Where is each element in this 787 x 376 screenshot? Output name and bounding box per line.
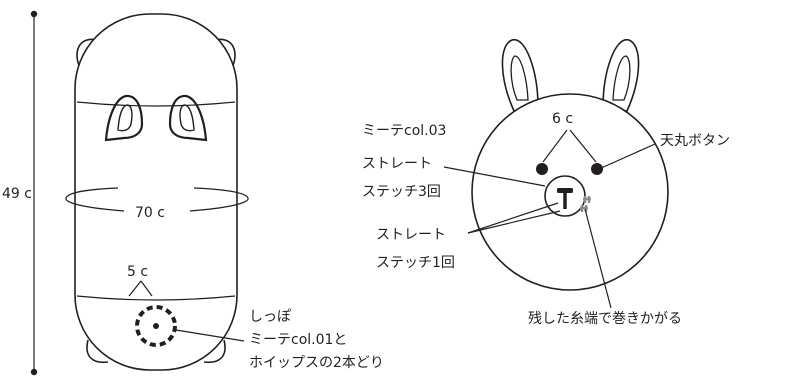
eye-spacing-pointer-right xyxy=(569,129,597,163)
tail-center xyxy=(153,323,159,329)
left-foot xyxy=(86,339,109,364)
height-label: 49 c xyxy=(2,186,32,202)
eye-button-label: 天丸ボタン xyxy=(660,133,730,149)
circumference-line-right xyxy=(189,187,249,212)
height-dimension-line xyxy=(30,10,38,376)
circumference-label: 70 c xyxy=(135,205,165,221)
mouth-stitch-label-2: ステッチ3回 xyxy=(362,184,441,200)
mouth-stitch-leader xyxy=(443,166,546,187)
mouth-stitch-label-1: ストレート xyxy=(362,156,432,172)
nose-stitch-leader-a xyxy=(467,202,559,234)
right-foot xyxy=(203,339,226,364)
tail-dashed-ring xyxy=(135,305,177,347)
back-left-ear xyxy=(104,94,144,142)
right-eye xyxy=(591,163,603,175)
tail-size-pointer-right xyxy=(140,280,153,297)
back-right-ear xyxy=(168,94,208,142)
nose-stitch xyxy=(557,188,573,193)
nose-stitch-leader-b xyxy=(467,210,561,234)
yarn-end-leader xyxy=(584,208,612,309)
circumference-line-left xyxy=(65,187,125,212)
lower-seam xyxy=(76,295,236,301)
tail-note-line-2: ミーテcol.01と xyxy=(249,332,348,348)
body-outline xyxy=(74,13,238,371)
eye-spacing-label: 6 c xyxy=(552,111,574,127)
nose-stitch-label-2: ステッチ1回 xyxy=(376,255,455,271)
tail-note-line-3: ホイップスの2本どり xyxy=(249,355,384,371)
upper-seam xyxy=(76,101,236,107)
tail-size-pointer-left xyxy=(128,280,142,297)
face-right-ear xyxy=(602,39,640,112)
tail-size-label: 5 c xyxy=(127,264,149,280)
face-left-ear xyxy=(501,39,539,112)
yarn-label: ミーテcol.03 xyxy=(362,123,447,139)
left-eye xyxy=(536,163,548,175)
tail-note-line-1: しっぽ xyxy=(249,309,291,325)
eye-spacing-pointer-left xyxy=(542,129,568,163)
tail-note-leader xyxy=(175,329,245,342)
nose-stitch-label-1: ストレート xyxy=(376,227,446,243)
yarn-end-label: 残した糸端で巻きかがる xyxy=(528,311,682,327)
eye-button-leader xyxy=(598,143,656,170)
